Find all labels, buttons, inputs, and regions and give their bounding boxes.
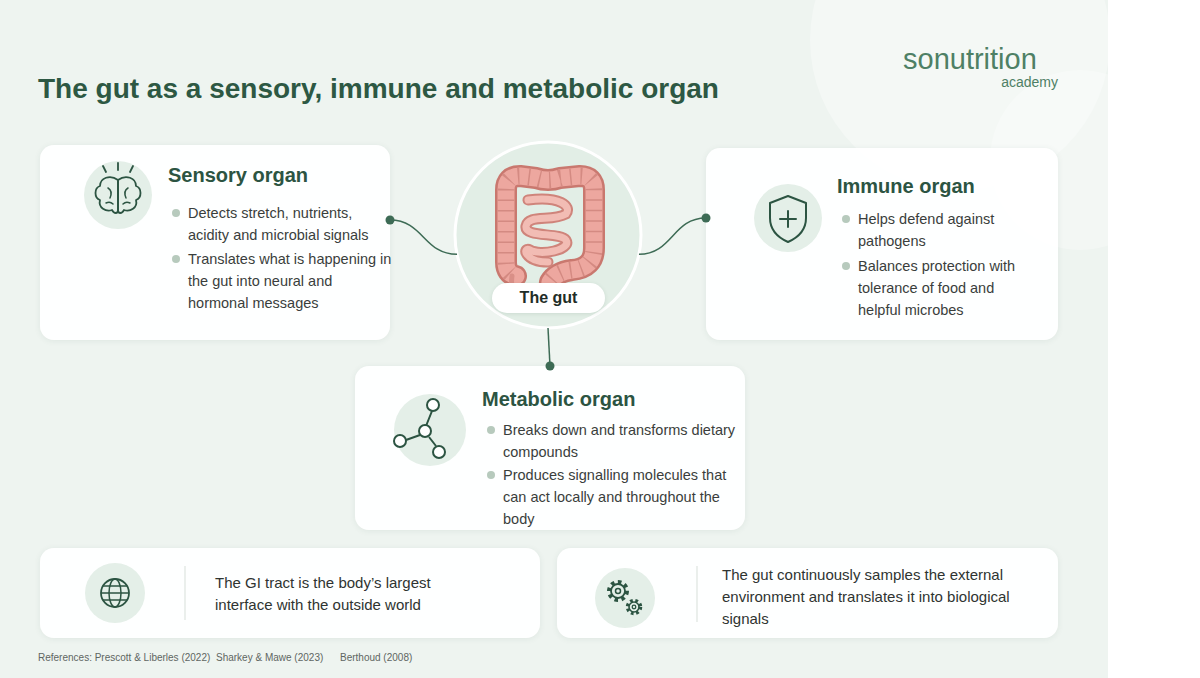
globe-parallel <box>101 586 129 600</box>
margin-strip <box>1108 0 1200 678</box>
icon-circle <box>84 161 152 229</box>
small-intestine <box>526 199 568 262</box>
icon-circle <box>394 394 466 466</box>
bullet-text: Balances protection with tolerance of fo… <box>858 255 1040 321</box>
brain-fold <box>106 188 130 204</box>
connector <box>386 216 458 255</box>
molecule-atom <box>394 435 406 447</box>
globe-meridian <box>109 579 121 607</box>
node-label: The gut <box>492 283 605 313</box>
center-circle: The gut <box>455 142 641 328</box>
logo-text: sonutrition <box>903 43 1037 75</box>
bullet-text: Detects stretch, nutrients, acidity and … <box>188 202 393 246</box>
molecule-icon <box>394 394 466 466</box>
reference-text: References: Prescott & Liberles (2022) <box>38 652 210 664</box>
connector-dot <box>702 214 711 223</box>
shield-icon <box>754 184 822 252</box>
shield-cross <box>780 211 796 227</box>
gear-hub <box>616 589 621 594</box>
molecule-bond <box>406 411 436 446</box>
divider-line <box>696 566 697 622</box>
molecule-atom <box>433 446 445 458</box>
slide-title: The gut as a sensory, immune and metabol… <box>38 72 719 106</box>
icon-circle <box>754 184 822 252</box>
bullet-text: Translates what is happening in the gut … <box>188 248 393 314</box>
info-card: Metabolic organBreaks down and transform… <box>355 366 745 530</box>
info-card: Sensory organDetects stretch, nutrients,… <box>40 145 390 340</box>
brain-icon <box>84 161 152 229</box>
bullet-text: Produces signalling molecules that can a… <box>503 464 737 530</box>
connector-line <box>390 220 457 254</box>
icon-ray <box>117 163 119 170</box>
gear-hub <box>632 605 636 609</box>
card-heading: Metabolic organ <box>482 387 635 411</box>
icon-circle <box>595 568 655 628</box>
info-card: Immune organHelps defend against pathoge… <box>706 148 1058 340</box>
gears-icon <box>595 568 655 628</box>
card-note: The gut continuously samples the externa… <box>722 564 1042 630</box>
card-heading: Immune organ <box>837 174 975 198</box>
brain-lobe <box>118 177 141 213</box>
connector-dot <box>546 362 555 371</box>
connector-line <box>639 218 706 254</box>
gear <box>611 584 625 598</box>
colon-segments <box>506 176 594 300</box>
globe <box>101 579 129 607</box>
colon <box>506 176 594 300</box>
info-card: The GI tract is the body’s largest inter… <box>40 548 540 638</box>
brain-lobe <box>96 177 119 213</box>
card-heading: Sensory organ <box>168 163 308 187</box>
shield <box>770 196 806 242</box>
colon-outline <box>506 176 594 300</box>
connector-layer <box>386 214 711 371</box>
logo-text: academy <box>958 74 1058 90</box>
divider-line <box>184 566 185 620</box>
bullet-text: Breaks down and transforms dietary compo… <box>503 419 737 463</box>
gut-illustration <box>506 176 594 300</box>
card-note: The GI tract is the body’s largest inter… <box>215 572 485 616</box>
molecule-atom <box>427 399 439 411</box>
icon-circle <box>85 563 145 623</box>
globe-icon <box>85 563 145 623</box>
reference-text: Sharkey & Mawe (2023) <box>216 652 323 664</box>
connector <box>639 214 711 255</box>
connector <box>546 328 555 371</box>
reference-text: Berthoud (2008) <box>340 652 412 664</box>
bullet-text: Helps defend against pathogens <box>858 208 1040 252</box>
icon-ray <box>103 166 106 172</box>
gear-teeth <box>628 601 641 614</box>
gear <box>629 602 639 612</box>
gut-circle <box>455 142 641 328</box>
info-card: The gut continuously samples the externa… <box>557 548 1058 638</box>
small-intestine-outline <box>526 199 568 262</box>
molecule-atom <box>419 425 431 437</box>
gear-teeth <box>609 582 627 600</box>
connector-line <box>548 328 550 366</box>
icon-ray <box>130 166 133 172</box>
connector-dot <box>386 216 395 225</box>
